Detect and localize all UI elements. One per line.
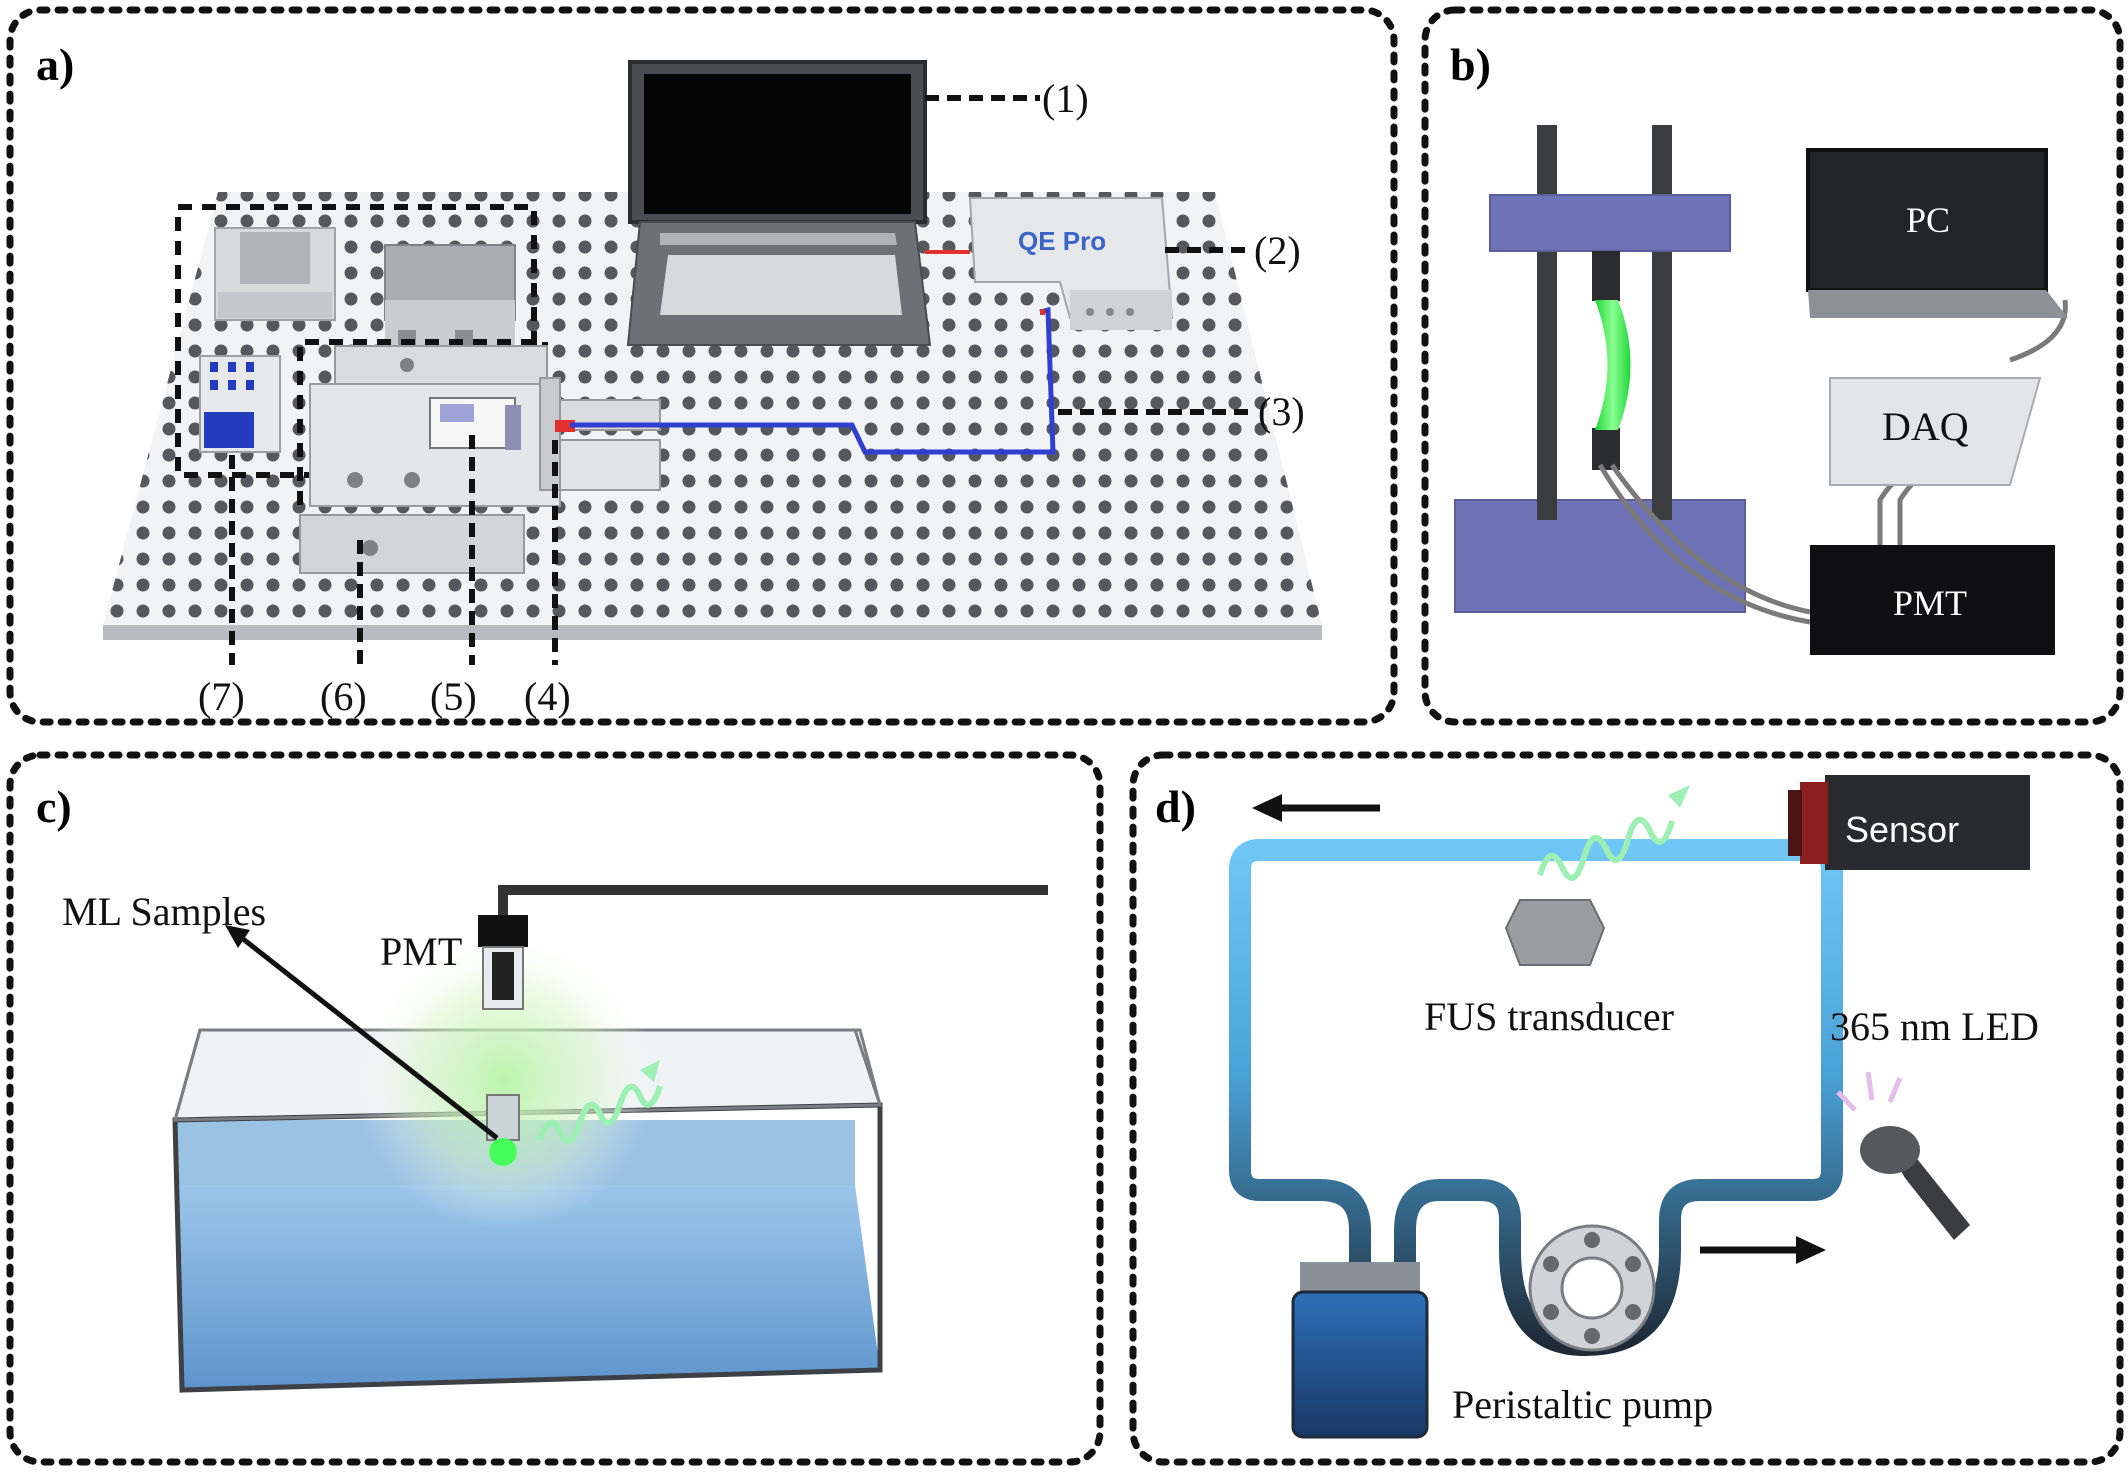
pmt-box: PMT <box>1810 545 2055 655</box>
controller-box <box>199 355 281 453</box>
emission-wave-d <box>1537 816 1675 881</box>
flow-loop-tube <box>1229 839 1843 1356</box>
laptop-computer <box>626 60 932 346</box>
callout-5: (5) <box>430 674 477 719</box>
pmt-label-c: PMT <box>380 929 462 974</box>
daq-label: DAQ <box>1882 404 1969 449</box>
sensor-camera: Sensor <box>1788 775 2030 870</box>
transducer-label: FUS transducer <box>1424 994 1674 1039</box>
panel-d-frame <box>1129 751 2124 1466</box>
panel-c-frame <box>6 751 1104 1466</box>
pmt-cable-c <box>498 885 1048 918</box>
callout-6: (6) <box>320 674 367 719</box>
qe-pro-spectrometer: QE Pro <box>968 197 1174 330</box>
pc-label: PC <box>1906 200 1950 240</box>
pmt-probe <box>478 915 528 1010</box>
panel-c: c) ML Samples PMT <box>6 751 1104 1466</box>
pc: PC <box>1806 148 2068 318</box>
testing-machine <box>299 345 661 574</box>
samples-pointer <box>236 933 499 1140</box>
callout-7: (7) <box>198 674 245 719</box>
callout-1: (1) <box>1042 76 1089 121</box>
callout-2: (2) <box>1254 228 1301 273</box>
callout-3: (3) <box>1258 389 1305 434</box>
panel-b-frame <box>1421 6 2124 726</box>
led-lamp <box>1836 1071 1970 1240</box>
sensor-label: Sensor <box>1845 809 1959 850</box>
optical-fiber <box>570 306 1056 455</box>
pump-rotor <box>1528 1224 1656 1352</box>
daq: DAQ <box>1829 377 2042 486</box>
fus-transducer <box>1504 899 1606 966</box>
light-source-unit <box>384 244 516 355</box>
sample-bottle <box>1291 1262 1429 1439</box>
panel-a-letter: a) <box>36 39 74 90</box>
panel-c-letter: c) <box>36 781 72 832</box>
flow-arrows <box>1252 794 1826 1264</box>
ml-sample <box>486 1094 520 1166</box>
luminescence-glow <box>355 930 655 1230</box>
callout-leaders <box>229 95 1255 665</box>
panel-d-letter: d) <box>1155 781 1196 832</box>
tensile-frame <box>1454 125 1746 613</box>
panel-b: b) PC DAQ <box>1421 6 2124 726</box>
power-supply-unit <box>214 227 336 321</box>
panel-a-frame <box>6 6 1398 726</box>
pump-label: Peristaltic pump <box>1452 1382 1713 1427</box>
pmt-box-label: PMT <box>1893 583 1967 623</box>
spectrometer-label: QE Pro <box>1018 226 1106 256</box>
samples-label: ML Samples <box>62 889 266 934</box>
callout-labels: (1) (2) (3) (4) (5) (6) (7) <box>198 76 1305 719</box>
emission-wave-c <box>537 1083 663 1144</box>
led-label: 365 nm LED <box>1830 1004 2039 1049</box>
callout-4: (4) <box>524 674 571 719</box>
panel-b-letter: b) <box>1450 39 1491 90</box>
panel-a: a) <box>6 6 1398 726</box>
panel-d: d) FUS transducer Sensor <box>1129 751 2124 1466</box>
